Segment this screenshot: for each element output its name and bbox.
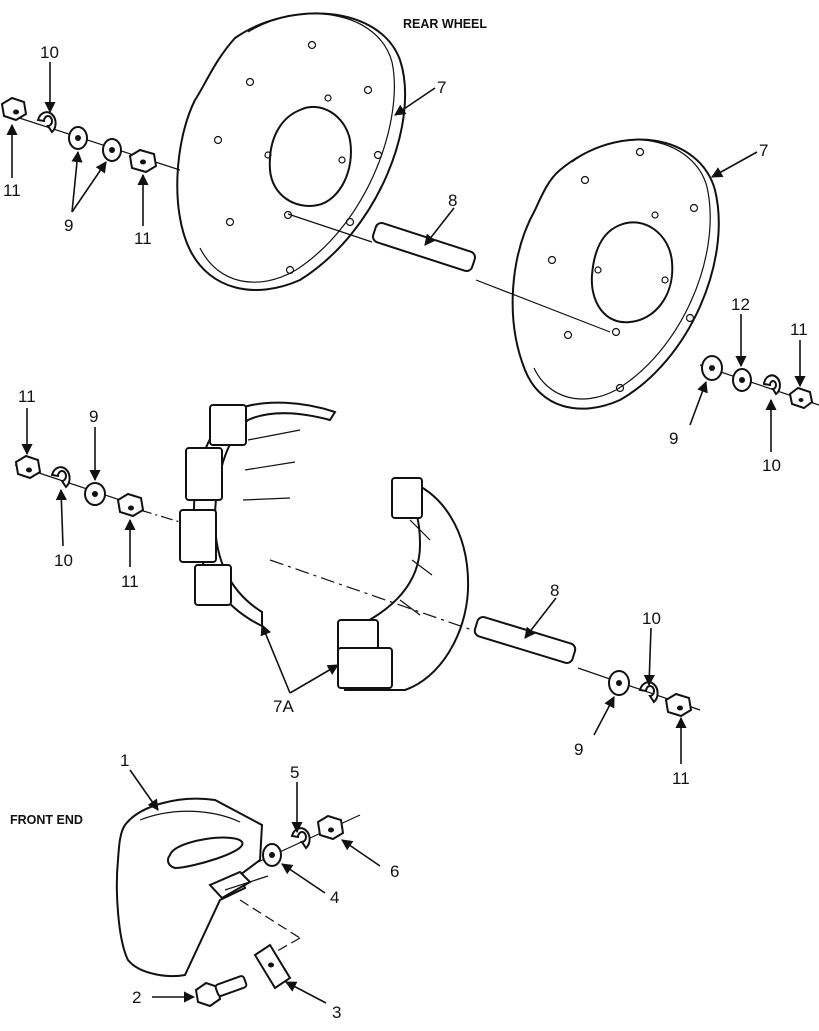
hardware-middle-right (608, 670, 693, 718)
callout-7-lower: 7 (759, 141, 768, 160)
callout-7a: 7A (273, 697, 294, 716)
callout-11-middle-left: 11 (18, 387, 36, 406)
hardware-middle-left (14, 454, 145, 518)
split-weight-7a (179, 401, 470, 691)
leader-lines (6, 62, 806, 1004)
callout-9-middle-right: 9 (574, 740, 583, 759)
rear-wheel-heading: REAR WHEEL (403, 17, 487, 31)
front-end-weight (115, 797, 301, 978)
callout-8-upper: 8 (448, 191, 457, 210)
callout-10-right: 10 (762, 456, 781, 475)
callout-1: 1 (120, 751, 129, 770)
rear-wheel-weight-upper (176, 12, 407, 291)
callout-6: 6 (390, 862, 399, 881)
front-end-hardware (194, 814, 361, 1008)
callout-11-right: 11 (790, 320, 808, 339)
callout-11-middle-left-2: 11 (121, 572, 139, 591)
callout-10-middle-left: 10 (54, 551, 73, 570)
rear-wheel-weight-lower (511, 138, 720, 410)
callout-7-upper: 7 (437, 78, 446, 97)
callout-10-middle-right: 10 (642, 609, 661, 628)
callout-10-top-left: 10 (40, 43, 59, 62)
callout-4: 4 (330, 888, 339, 907)
callout-labels: 7 7 8 8 10 11 9 11 12 11 9 10 11 9 10 11… (3, 43, 808, 1022)
front-end-heading: FRONT END (10, 813, 83, 827)
callout-3: 3 (332, 1003, 341, 1022)
callout-2: 2 (132, 988, 141, 1007)
callout-11-top-left: 11 (3, 181, 21, 200)
hardware-right (699, 355, 819, 410)
callout-8-lower: 8 (550, 581, 559, 600)
callout-9-top-left: 9 (64, 216, 73, 235)
callout-11-middle-right: 11 (672, 769, 690, 788)
callout-9-middle-left: 9 (89, 407, 98, 426)
callout-5: 5 (290, 763, 299, 782)
callout-12-right: 12 (731, 295, 750, 314)
callout-9-right: 9 (669, 429, 678, 448)
hardware-top-left (0, 96, 181, 174)
callout-11-top-left-2: 11 (134, 229, 152, 248)
